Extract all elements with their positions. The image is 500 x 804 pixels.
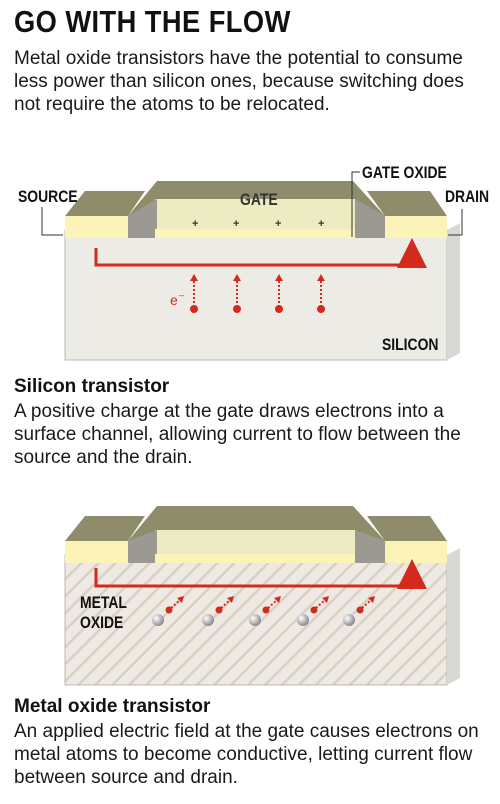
source-slab-top xyxy=(65,191,145,216)
electron xyxy=(190,305,198,313)
electron xyxy=(215,606,223,614)
gate-layer xyxy=(155,199,355,229)
gate-layer xyxy=(155,530,355,554)
electron xyxy=(356,606,364,614)
electron xyxy=(310,606,318,614)
metal-atom xyxy=(297,614,309,626)
current-flow-arrow xyxy=(94,238,427,268)
intro-text: Metal oxide transistors have the potenti… xyxy=(14,48,464,115)
source-slab-top xyxy=(65,516,145,541)
source-contact xyxy=(65,541,128,563)
gate-oxide-label: GATE OXIDE xyxy=(362,164,447,183)
electron-group xyxy=(190,274,325,313)
gate-oxide-strip xyxy=(155,229,355,238)
source-label: SOURCE xyxy=(18,188,78,207)
metal-oxide-transistor-diagram: METAL OXIDE xyxy=(64,506,460,686)
substrate-side xyxy=(447,548,460,685)
silicon-caption: A positive charge at the gate draws elec… xyxy=(14,401,461,468)
gate-right-wall xyxy=(355,530,385,563)
metal-atom xyxy=(249,614,261,626)
gate-oxide-leader xyxy=(351,171,360,237)
drain-label: DRAIN xyxy=(445,188,489,207)
source-leader xyxy=(41,207,63,236)
metal-atom-group xyxy=(152,596,375,626)
metal-oxide-caption: An applied electric field at the gate ca… xyxy=(14,721,479,788)
drain-contact xyxy=(385,541,447,563)
current-flow-arrow xyxy=(94,559,427,589)
silicon-heading: Silicon transistor xyxy=(14,376,170,397)
electron xyxy=(165,606,173,614)
source-contact xyxy=(65,216,128,238)
gate-left-wall xyxy=(128,199,157,238)
metal-atom xyxy=(343,614,355,626)
gate-label: GATE xyxy=(240,191,278,210)
plus-charge: + xyxy=(233,218,239,230)
drain-slab-top xyxy=(367,516,447,541)
drain-slab-top xyxy=(367,191,447,216)
plus-charge: + xyxy=(318,218,324,230)
plus-charge: + xyxy=(275,218,281,230)
page-title: GO WITH THE FLOW xyxy=(14,4,291,39)
metal-oxide-heading: Metal oxide transistor xyxy=(14,696,211,717)
silicon-transistor-diagram: + + + + e – SOURCE GATE GATE OXIDE DRAIN… xyxy=(18,164,489,361)
substrate-side xyxy=(447,223,460,360)
metal-atom xyxy=(202,614,214,626)
electron-label: e xyxy=(170,292,178,308)
silicon-substrate xyxy=(64,229,448,361)
drain-leader xyxy=(448,209,463,236)
gate-right-wall xyxy=(355,199,385,238)
plus-charge: + xyxy=(192,218,198,230)
metal-label: METAL xyxy=(80,594,127,613)
electron xyxy=(262,606,270,614)
electron xyxy=(275,305,283,313)
gate-oxide-strip xyxy=(155,554,355,563)
electron xyxy=(233,305,241,313)
electron xyxy=(317,305,325,313)
metal-atom xyxy=(152,614,164,626)
silicon-label: SILICON xyxy=(382,336,438,355)
gate-left-wall xyxy=(128,530,157,563)
electron-charge-label: – xyxy=(179,290,184,300)
oxide-label: OXIDE xyxy=(80,614,123,633)
drain-contact xyxy=(385,216,447,238)
